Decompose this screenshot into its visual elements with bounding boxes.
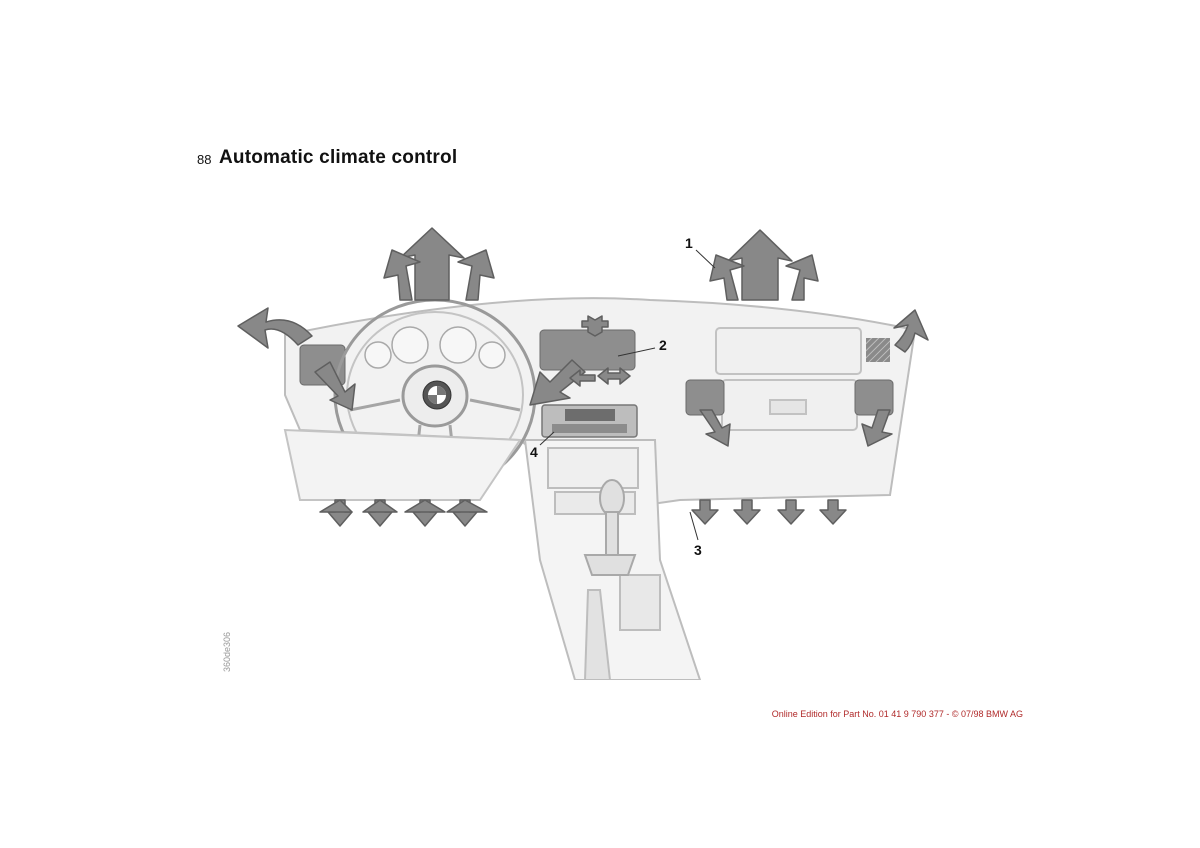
gear-lever <box>583 479 637 576</box>
vent-grilles <box>299 329 894 416</box>
page-title: Automatic climate control <box>219 147 458 168</box>
hatched-side-vent <box>866 338 890 362</box>
image-code: 360de306 <box>222 631 232 672</box>
page-number: 88 <box>197 152 212 167</box>
bmw-logo-icon <box>422 380 452 410</box>
callout-3: 3 <box>694 542 702 558</box>
left-knee-panel <box>283 428 522 501</box>
airflow-arrows <box>237 227 929 527</box>
callout-1: 1 <box>685 235 693 251</box>
climate-control-panel <box>541 404 638 438</box>
dashboard-airflow-illustration <box>237 227 929 680</box>
gauge-cluster <box>364 326 506 369</box>
callout-4: 4 <box>530 444 538 460</box>
glovebox <box>715 327 862 431</box>
callout-leaders <box>539 249 716 541</box>
footer-edition: Online Edition for Part No. 01 41 9 790 … <box>771 709 1023 719</box>
callout-2: 2 <box>659 337 667 353</box>
